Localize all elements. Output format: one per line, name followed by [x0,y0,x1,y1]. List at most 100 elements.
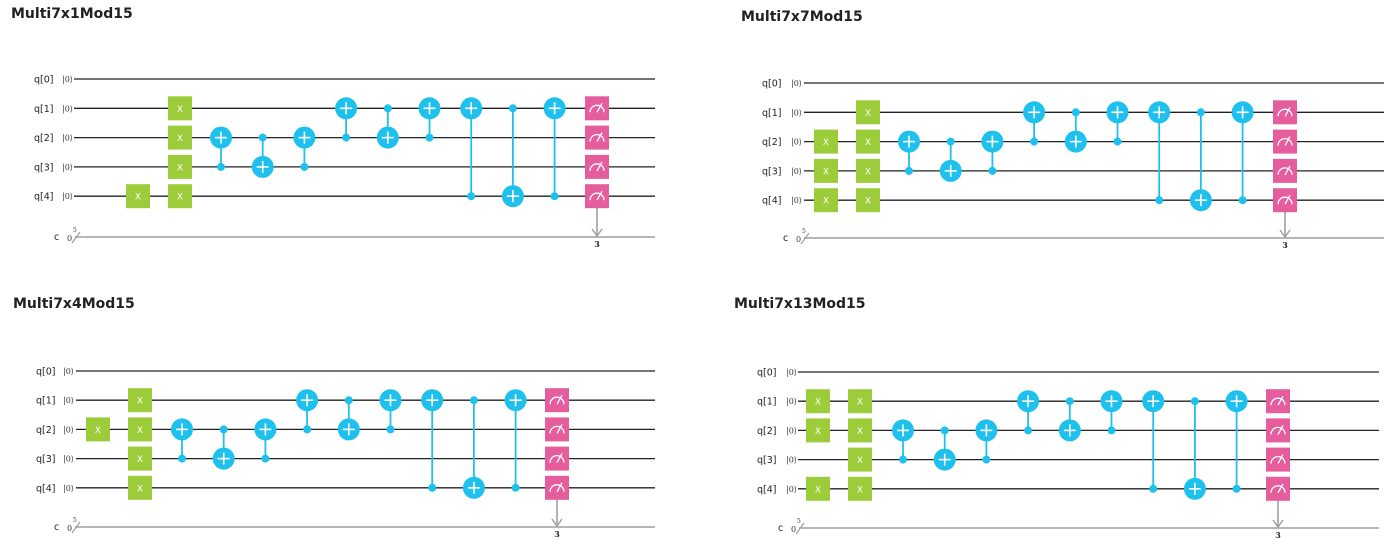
meter-arc-icon [1270,426,1286,435]
meter-needle-icon [1284,136,1291,146]
ket-zero-label: |0⟩ [791,79,802,88]
measure-gate [1266,476,1290,501]
meter-arc-icon [589,104,605,113]
qubit-label: q[1] [34,104,54,115]
meter-needle-icon [596,132,603,142]
classical-label: c [783,233,788,244]
qubit-label: q[2] [34,133,54,144]
classical-label: c [778,523,783,534]
x-gate [856,100,880,125]
x-gate [856,158,880,183]
meter-needle-icon [556,394,563,405]
meter-needle-icon [596,190,603,201]
x-gate [806,418,830,443]
cnot-control-dot [383,104,392,113]
circuit-panel-7x7: Multi7x7Mod15 q[0]|0⟩q[1]|0⟩q[2]|0⟩q[3]|… [700,0,1400,278]
meter-arc-icon [549,425,565,434]
qubit-label: q[3] [762,166,782,177]
x-gate-label: X [823,167,829,177]
meter-needle-icon [596,161,603,172]
qubit-label: q[1] [762,108,782,119]
measure-gate [1273,129,1297,154]
measure-gate [545,446,569,471]
x-gate-label: X [177,163,183,173]
measure-gate [1273,100,1297,125]
x-gate-label: X [815,485,821,495]
cnot-control-dot [300,162,309,171]
x-gate-label: X [857,427,863,437]
measure-arrow [591,228,603,238]
x-gate [848,476,872,501]
x-gate [856,188,880,213]
qubit-label: q[2] [36,425,56,436]
x-gate [168,125,192,150]
x-gate [848,418,872,443]
qubit-label: q[0] [36,367,56,378]
meter-needle-icon [1277,483,1284,494]
cnot-control-dot [1107,426,1116,435]
meter-arc-icon [549,454,565,463]
ket-zero-label: |0⟩ [786,397,797,406]
ket-zero-label: |0⟩ [62,192,73,201]
meter-needle-icon [596,102,603,113]
measure-gate [585,184,609,209]
cnot-control-dot [342,133,351,142]
qubit-label: q[2] [757,426,777,437]
qubit-label: q[3] [34,162,54,173]
meter-arc-icon [549,484,565,492]
cnot-control-dot [261,454,270,463]
measure-arrow [551,518,563,528]
qubit-label: q[0] [762,79,782,90]
cnot-control-dot [428,483,437,492]
classical-initial: 0 [791,525,796,534]
classical-label: c [54,522,59,533]
cnot-control-dot [511,483,520,492]
classical-width: 5 [73,227,77,234]
classical-initial: 0 [67,234,72,243]
cnot-control-dot [1065,397,1074,406]
meter-arc-icon [1277,108,1293,117]
measure-arrow [1279,229,1291,239]
x-gate [128,446,152,471]
cnot-control-dot [303,425,312,434]
cnot-control-dot [1149,484,1158,493]
cnot-control-dot [219,425,228,434]
cnot-control-dot [940,426,949,435]
classical-label: c [54,232,59,243]
meter-arc-icon [1270,397,1286,406]
x-gate-label: X [823,197,829,207]
x-gate [128,475,152,500]
qubit-label: q[2] [762,137,782,148]
measure-index: 3 [1282,240,1288,250]
x-gate [128,417,152,442]
x-gate-label: X [823,138,829,148]
cnot-control-dot [425,133,434,142]
qubit-label: q[1] [36,396,56,407]
x-gate-label: X [865,197,871,207]
circuit-title: Multi7x7Mod15 [741,9,863,25]
meter-needle-icon [556,482,563,493]
x-gate-label: X [815,398,821,408]
meter-needle-icon [1284,165,1291,176]
qubit-label: q[4] [762,196,782,207]
circuit-title: Multi7x13Mod15 [734,296,866,312]
measure-gate [1266,447,1290,472]
meter-arc-icon [1277,137,1293,146]
x-gate [168,184,192,209]
cnot-control-dot [905,166,913,175]
cnot-control-dot [1232,484,1241,493]
x-gate-label: X [137,455,143,465]
meter-arc-icon [1277,167,1293,175]
qubit-label: q[1] [757,397,777,408]
classical-initial: 0 [796,235,801,244]
meter-arc-icon [1270,485,1286,493]
meter-arc-icon [549,396,565,405]
measure-gate [1273,158,1297,183]
measure-gate [585,96,609,121]
qubit-label: q[3] [36,454,56,465]
cnot-control-dot [1071,108,1080,117]
x-gate-label: X [177,134,183,144]
cnot-control-dot [988,166,997,175]
x-gate [848,447,872,472]
